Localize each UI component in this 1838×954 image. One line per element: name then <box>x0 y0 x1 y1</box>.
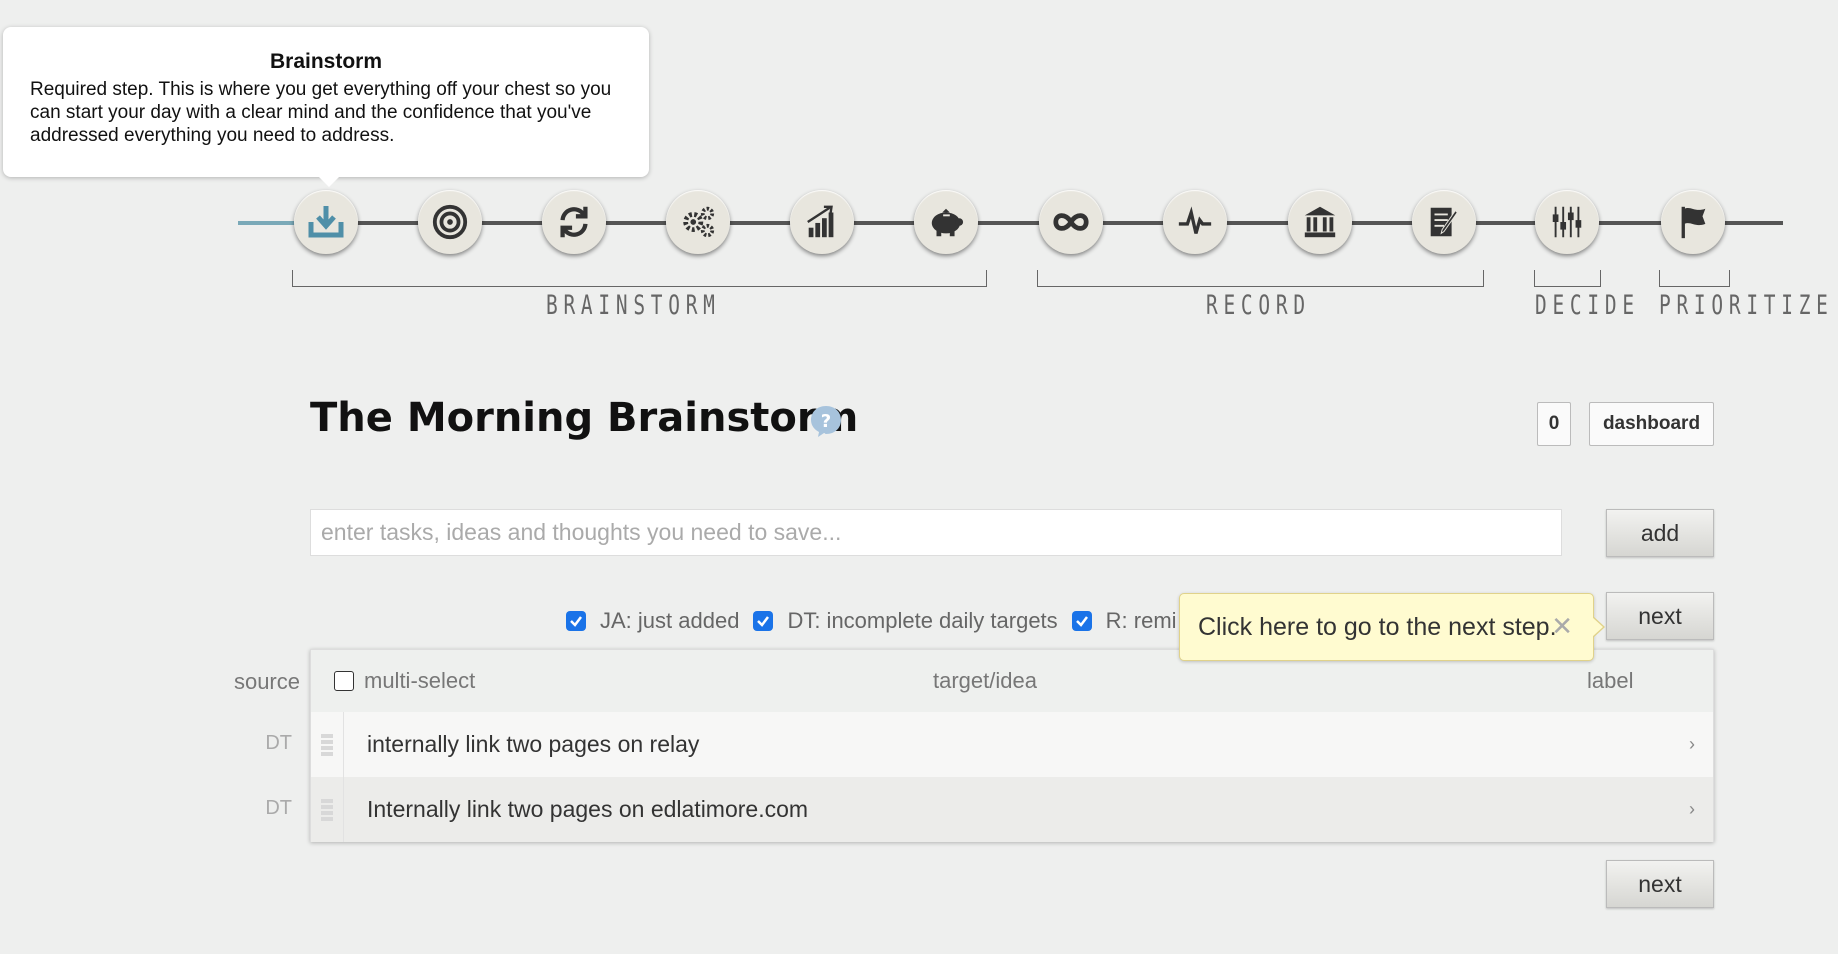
group-bracket-decide <box>1534 270 1601 287</box>
group-bracket-brainstorm <box>292 270 987 287</box>
step-target[interactable] <box>418 190 482 254</box>
table-row[interactable]: internally link two pages on relay › <box>311 712 1713 777</box>
source-header: source <box>233 669 300 694</box>
tooltip-arrow <box>319 177 339 187</box>
target-header: target/idea <box>933 668 1037 693</box>
piggy-bank-icon <box>931 208 964 237</box>
checkbox-just-added[interactable] <box>566 611 586 631</box>
drag-handle-icon[interactable] <box>311 777 344 842</box>
step-savings[interactable] <box>914 190 978 254</box>
filter-label: JA: just added <box>600 608 740 633</box>
page-title: The Morning Brainstorm <box>310 395 859 441</box>
check-icon <box>1075 616 1088 627</box>
table-header: multi-select target/idea label <box>311 650 1713 712</box>
notepad-icon <box>1430 207 1458 237</box>
step-chart[interactable] <box>790 190 854 254</box>
step-track <box>238 221 1783 225</box>
svg-text:?: ? <box>821 411 831 432</box>
step-habits[interactable] <box>1039 190 1103 254</box>
group-label-record: RECORD <box>1206 290 1311 321</box>
group-bracket-prioritize <box>1659 270 1730 287</box>
step-refresh[interactable] <box>542 190 606 254</box>
target-icon <box>432 204 468 240</box>
check-icon <box>570 616 582 627</box>
tooltip-body: Required step. This is where you get eve… <box>30 79 612 146</box>
row-source: DT <box>265 732 292 754</box>
row-text: internally link two pages on relay <box>367 731 700 757</box>
gears-icon <box>683 206 715 238</box>
step-gears[interactable] <box>666 190 730 254</box>
step-journal[interactable] <box>1412 190 1476 254</box>
multi-select-label: multi-select <box>364 668 476 693</box>
table-row[interactable]: Internally link two pages on edlatimore.… <box>311 777 1713 842</box>
infinity-icon <box>1053 213 1089 231</box>
help-icon[interactable]: ? <box>808 403 844 439</box>
task-input[interactable] <box>310 509 1562 556</box>
label-header: label <box>1587 668 1634 693</box>
next-button-top[interactable]: next <box>1606 592 1714 640</box>
step-track-progress <box>238 221 298 225</box>
drag-handle-icon[interactable] <box>311 712 344 777</box>
pulse-icon <box>1178 206 1212 234</box>
tooltip-title: Brainstorm <box>269 50 383 73</box>
next-button-bottom[interactable]: next <box>1606 860 1714 908</box>
row-source: DT <box>265 797 292 819</box>
step-finance[interactable] <box>1288 190 1352 254</box>
step-prioritize[interactable] <box>1661 190 1725 254</box>
group-label-brainstorm: BRAINSTORM <box>546 290 721 321</box>
sliders-icon <box>1552 206 1582 238</box>
chevron-right-icon[interactable]: › <box>1689 734 1695 754</box>
next-step-popup: Click here to go to the next step. ✕ <box>1179 593 1605 661</box>
items-table: multi-select target/idea label internall… <box>310 649 1714 842</box>
step-brainstorm-inbox[interactable] <box>294 190 358 254</box>
step-health[interactable] <box>1163 190 1227 254</box>
filter-label: R: reminders <box>1105 608 1176 633</box>
multi-select-checkbox[interactable] <box>334 671 354 691</box>
group-label-decide: DECIDE <box>1535 290 1640 321</box>
check-icon <box>757 616 770 627</box>
group-label-prioritize: PRIORITIZE <box>1659 290 1834 321</box>
inbox-download-icon <box>308 206 344 238</box>
add-button[interactable]: add <box>1606 509 1714 557</box>
bank-icon <box>1304 206 1336 238</box>
filter-label: DT: incomplete daily targets <box>787 608 1058 633</box>
checkbox-reminders[interactable] <box>1071 611 1092 631</box>
brainstorm-tooltip: Brainstorm Required step. This is where … <box>3 27 649 187</box>
refresh-cycle-icon <box>560 206 588 238</box>
dashboard-button[interactable]: dashboard <box>1589 402 1714 446</box>
filter-reminders[interactable]: R: reminders <box>1071 608 1176 634</box>
group-bracket-record <box>1037 270 1484 287</box>
bar-chart-icon <box>807 205 834 238</box>
flag-icon <box>1681 206 1706 239</box>
chevron-right-icon[interactable]: › <box>1689 799 1695 819</box>
close-icon[interactable]: ✕ <box>1551 611 1573 641</box>
popup-text: Click here to go to the next step. <box>1198 612 1557 641</box>
checkbox-daily-targets[interactable] <box>753 611 774 631</box>
step-decide[interactable] <box>1535 190 1599 254</box>
row-text: Internally link two pages on edlatimore.… <box>367 796 809 822</box>
filter-just-added[interactable]: JA: just added <box>566 608 739 634</box>
filter-bar: JA: just added DT: incomplete daily targ… <box>566 608 1176 634</box>
filter-daily-targets[interactable]: DT: incomplete daily targets <box>753 608 1058 634</box>
count-badge-button[interactable]: 0 <box>1537 402 1571 446</box>
